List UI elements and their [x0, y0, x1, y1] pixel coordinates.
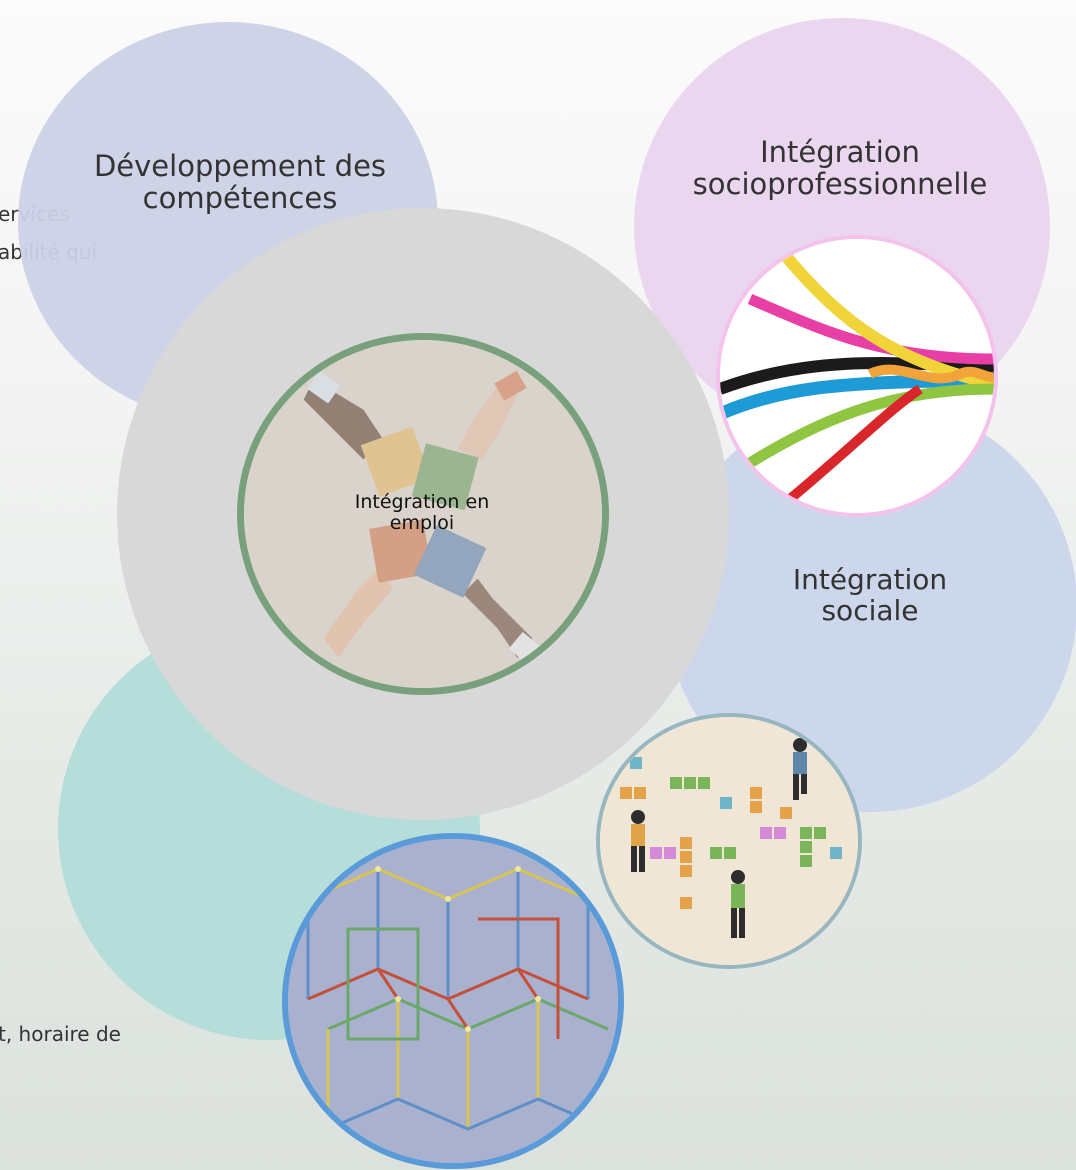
- cutoff-text-bottom: t, horaire de: [0, 1022, 121, 1046]
- lattice-structure-icon: [288, 839, 618, 1163]
- climbers-blocks-icon: [600, 717, 858, 965]
- socioprofessional-label: Intégration socioprofessionnelle: [692, 135, 988, 202]
- lattice-image: [282, 833, 624, 1169]
- social-label: Intégration sociale: [792, 563, 948, 628]
- social-image: [596, 713, 862, 969]
- skills-label: Développement des compétences: [93, 149, 387, 216]
- employment-image: [237, 333, 609, 695]
- employment-label: Intégration en emploi: [354, 491, 490, 535]
- braided-cords-icon: [720, 239, 994, 513]
- socioprofessional-image: [716, 235, 998, 517]
- puzzle-hands-icon: [244, 340, 602, 688]
